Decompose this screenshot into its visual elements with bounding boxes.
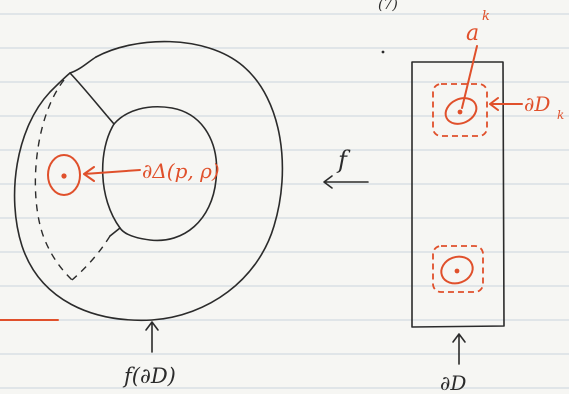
map-arrow xyxy=(323,175,369,189)
image-boundary-label: f(∂D) xyxy=(122,364,176,388)
boundary-dk-label: ∂D xyxy=(524,92,550,116)
rectangle-outline xyxy=(411,61,505,328)
boundary-dk-subscript: k xyxy=(557,108,564,122)
point-a-superscript: k xyxy=(482,9,490,24)
annulus-dashed-arc-outer xyxy=(34,79,73,281)
lower-disk-center xyxy=(454,268,460,274)
point-a-pointer xyxy=(461,45,478,109)
small-disk: ∂Δ(p, ρ) xyxy=(47,154,220,196)
annulus-slit-edge xyxy=(101,123,121,237)
boundary-d-arrow xyxy=(452,333,466,365)
annulus-dashed-arc-inner xyxy=(71,235,111,281)
boundary-dk-annotation: ∂D k xyxy=(489,92,564,122)
small-disk-label: ∂Δ(p, ρ) xyxy=(142,159,220,183)
annulus-notch-edge xyxy=(69,56,115,125)
small-disk-arrow xyxy=(83,166,141,182)
image-boundary-arrow xyxy=(145,321,159,353)
upper-disk-center xyxy=(457,109,463,115)
annulus-inner-boundary xyxy=(113,105,218,242)
boundary-d-label: ∂D xyxy=(440,371,466,394)
point-a-annotation: a k xyxy=(461,9,490,109)
upper-disk xyxy=(444,97,478,125)
boundary-dk-arrow xyxy=(489,97,523,111)
annulus-outer-boundary xyxy=(13,40,284,322)
lower-dashed-square xyxy=(432,245,484,293)
stray-dot xyxy=(381,50,385,54)
point-a-label: a xyxy=(466,21,479,46)
lower-disk xyxy=(440,255,474,285)
annulus-region xyxy=(13,40,284,322)
small-disk-center xyxy=(61,173,67,179)
small-disk-circle xyxy=(47,154,81,196)
ruled-lines xyxy=(0,13,569,389)
rectangle-domain xyxy=(411,61,505,328)
top-fragment-label: (7) xyxy=(378,0,398,13)
